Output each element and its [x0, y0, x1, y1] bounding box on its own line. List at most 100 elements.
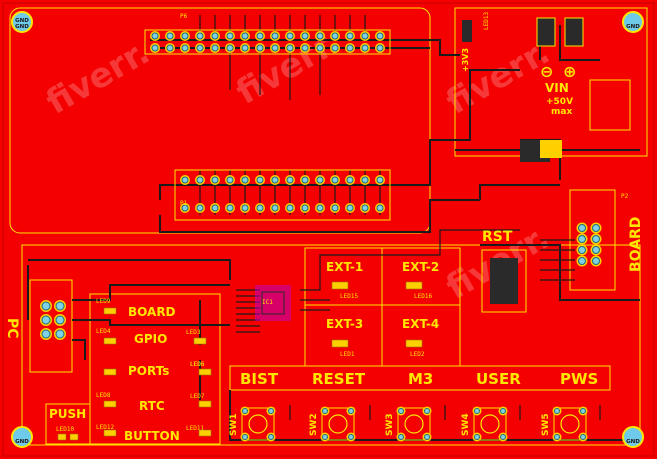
- led-pad: [103, 337, 117, 345]
- button-label-reset: RESET: [312, 370, 366, 388]
- via-hole: [361, 204, 369, 212]
- via-hole: [398, 408, 404, 414]
- via-hole: [226, 32, 234, 40]
- via-hole: [268, 408, 274, 414]
- rst-block: [481, 249, 527, 313]
- switch-cap[interactable]: [480, 414, 500, 434]
- switch-ref: SW5: [541, 413, 551, 436]
- status-led-group: BOARD GPIO PORTs RTC BUTTON LED9 LED4 LE…: [96, 12, 490, 443]
- via-hole: [196, 32, 204, 40]
- via-hole: [41, 329, 51, 339]
- led-ref: LED15: [340, 293, 358, 300]
- led-pad: [103, 429, 117, 437]
- ext-label: EXT-2: [402, 260, 439, 274]
- via-hole: [322, 408, 328, 414]
- rst-label: RST: [482, 229, 513, 245]
- status-label-ports: PORTs: [128, 364, 169, 378]
- via-hole: [211, 32, 219, 40]
- via-hole: [181, 176, 189, 184]
- voltage-limit-max: max: [551, 107, 572, 117]
- via-hole: [424, 408, 430, 414]
- switch-outline: [397, 407, 431, 441]
- via-hole: [286, 176, 294, 184]
- push-button-bist[interactable]: SW1: [229, 406, 276, 442]
- switch-ref: SW2: [309, 413, 319, 436]
- plus-symbol: ⊕: [563, 62, 576, 81]
- via-hole: [181, 32, 189, 40]
- via-hole: [55, 301, 65, 311]
- via-hole: [578, 224, 586, 232]
- via-hole: [41, 315, 51, 325]
- via-hole: [256, 32, 264, 40]
- button-label-user: USER: [476, 370, 521, 388]
- via-hole: [322, 434, 328, 440]
- via-hole: [256, 204, 264, 212]
- led-ref: LED9: [96, 298, 111, 305]
- switch-ref: SW4: [461, 413, 471, 436]
- led-pad: [103, 307, 117, 315]
- switch-outline: [241, 407, 275, 441]
- via-hole: [301, 44, 309, 52]
- via-hole: [474, 408, 480, 414]
- via-hole: [331, 204, 339, 212]
- board-connector-label: BOARD: [628, 217, 644, 272]
- via-hole: [151, 32, 159, 40]
- switch-ref: SW3: [385, 413, 395, 436]
- header-p1: P1: [174, 169, 391, 221]
- led-ref: LED8: [96, 392, 111, 399]
- led-pad: [198, 368, 212, 376]
- push-button-user[interactable]: SW4: [461, 406, 508, 442]
- push-label: PUSH: [49, 407, 86, 421]
- header-ref: P2: [621, 193, 629, 200]
- pc-label: PC: [4, 318, 20, 339]
- header-p2: P2: [576, 193, 629, 267]
- via-hole: [286, 204, 294, 212]
- via-hole: [348, 434, 354, 440]
- gnd-label: GND: [626, 439, 640, 445]
- mounting-hole: GND: [11, 426, 33, 448]
- switch-cap[interactable]: [248, 414, 268, 434]
- minus-symbol: ⊖: [540, 62, 553, 81]
- led-ref: LED6: [190, 361, 205, 368]
- led-ref: LED3: [186, 329, 201, 336]
- switch-cap[interactable]: [560, 414, 580, 434]
- via-hole: [348, 408, 354, 414]
- led-ref: LED4: [96, 328, 111, 335]
- led-ref: LED16: [414, 293, 432, 300]
- status-label-rtc: RTC: [139, 399, 165, 413]
- svg-text:GND: GND: [15, 18, 29, 24]
- via-hole: [271, 32, 279, 40]
- via-hole: [241, 204, 249, 212]
- mounting-hole: GND: [622, 11, 644, 33]
- via-hole: [580, 408, 586, 414]
- header-p6: P6: [144, 13, 391, 55]
- via-hole: [211, 204, 219, 212]
- switch-ref: SW1: [229, 413, 239, 436]
- via-hole: [41, 301, 51, 311]
- via-hole: [226, 44, 234, 52]
- push-button-m3[interactable]: SW3: [385, 406, 432, 442]
- button-label-bist: BIST: [240, 370, 279, 388]
- via-hole: [226, 204, 234, 212]
- push-button-pws[interactable]: SW5: [541, 406, 588, 442]
- status-label-button: BUTTON: [124, 429, 180, 443]
- ext-label: EXT-4: [402, 317, 439, 331]
- via-hole: [398, 434, 404, 440]
- via-hole: [376, 176, 384, 184]
- push-button-reset[interactable]: SW2: [309, 406, 356, 442]
- switch-cap[interactable]: [328, 414, 348, 434]
- via-hole: [592, 257, 600, 265]
- rail-label: +3V3: [461, 48, 470, 72]
- switch-cap[interactable]: [404, 414, 424, 434]
- via-hole: [271, 204, 279, 212]
- via-hole: [286, 32, 294, 40]
- via-hole: [55, 329, 65, 339]
- led-ref: LED2: [410, 351, 425, 358]
- via-hole: [578, 235, 586, 243]
- via-hole: [331, 44, 339, 52]
- via-hole: [474, 434, 480, 440]
- led-pad: [193, 337, 207, 345]
- header-ref: P6: [180, 13, 188, 20]
